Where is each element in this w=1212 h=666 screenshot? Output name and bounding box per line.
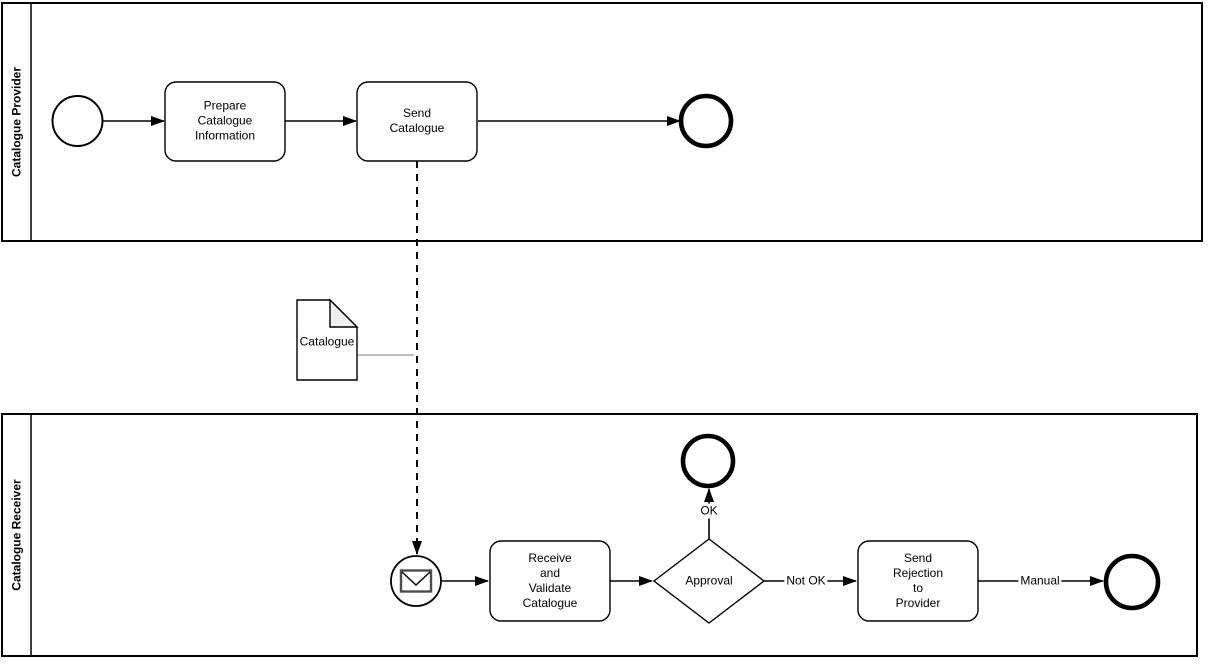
task-prepare-catalogue-information xyxy=(164,81,286,162)
message-catch-event xyxy=(390,555,442,607)
end-event-ok xyxy=(680,433,736,489)
task-receive-validate-catalogue xyxy=(489,540,611,622)
task-send-catalogue xyxy=(356,81,478,162)
end-event-manual xyxy=(1103,553,1161,611)
start-event xyxy=(51,95,104,147)
envelope-icon xyxy=(399,569,433,593)
document-fold-icon xyxy=(329,298,359,328)
data-object-catalogue xyxy=(296,298,359,381)
task-send-rejection-to-provider xyxy=(857,540,979,622)
gateway-approval xyxy=(652,538,766,624)
end-event-provider xyxy=(678,93,734,149)
